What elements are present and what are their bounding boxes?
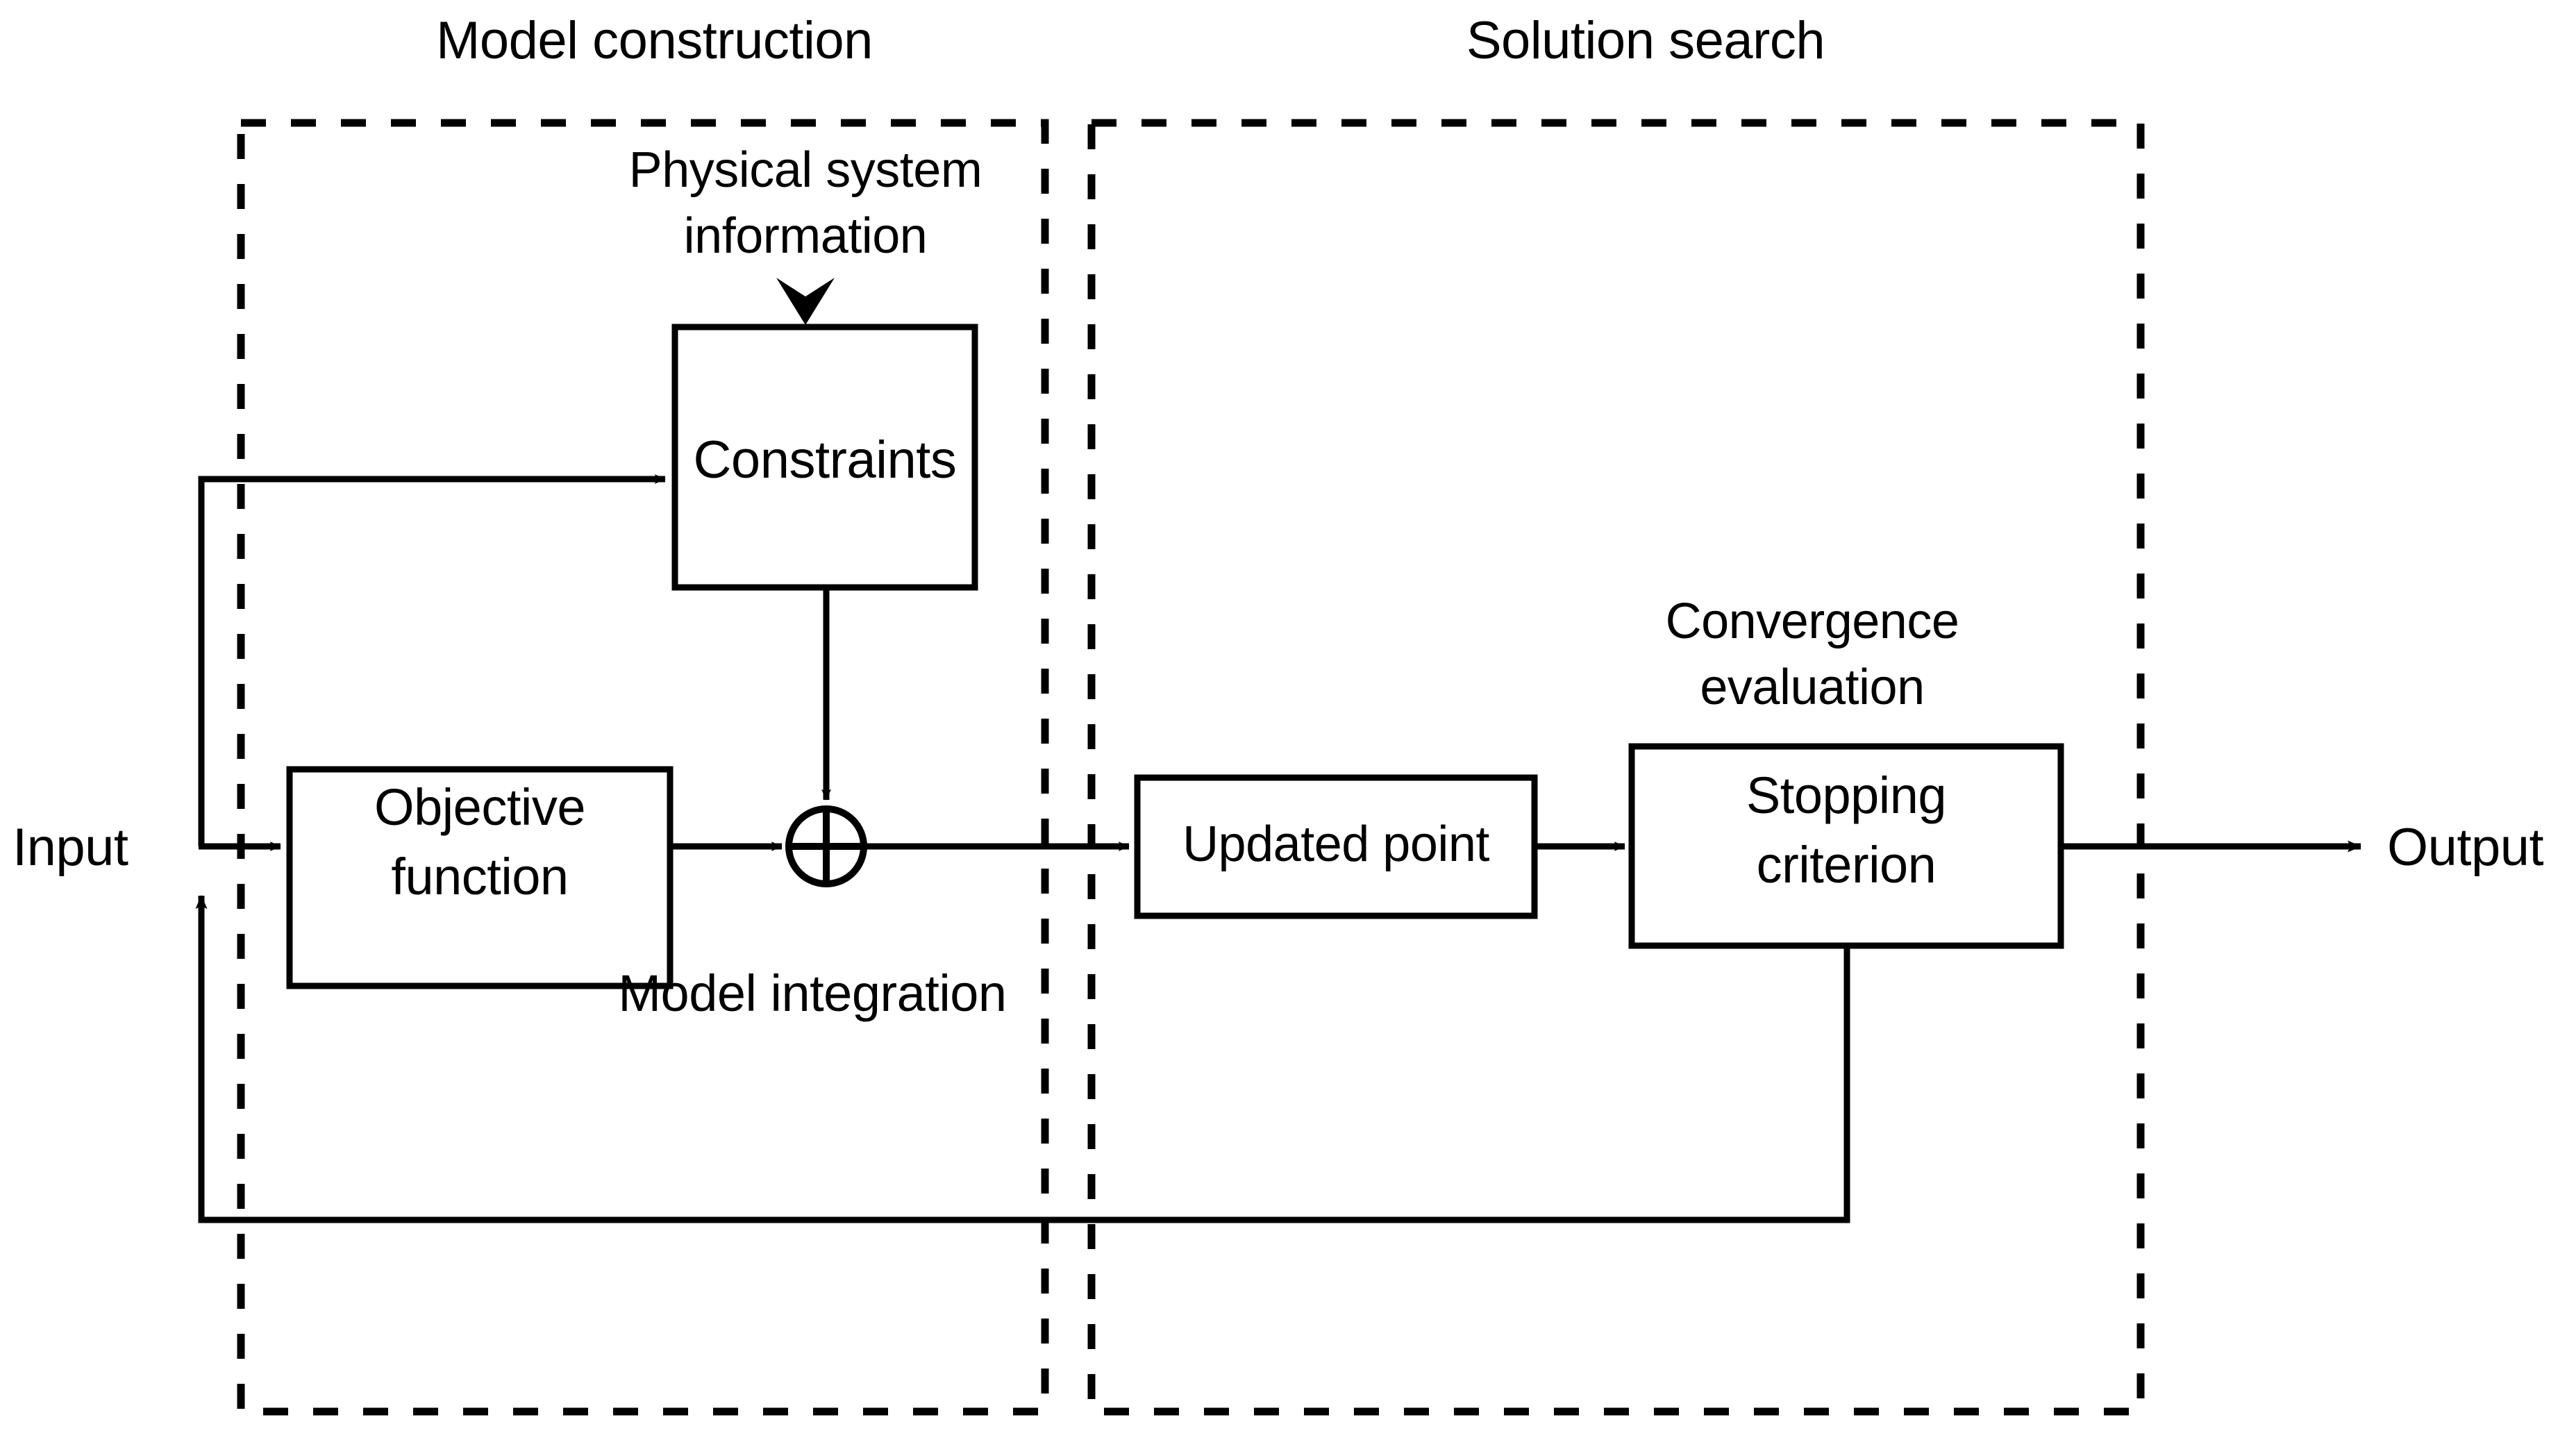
node-label-stopping-criterion-line2: criterion (1756, 836, 1937, 894)
node-box-updated-point (1134, 774, 1538, 919)
node-label-objective-function-line1: Objective (374, 778, 585, 836)
terminal-label-input: Input (12, 818, 128, 877)
node-label-stopping-criterion-line1: Stopping (1746, 767, 1947, 824)
annotation-physical-system-information-line2: information (683, 208, 928, 264)
edge-stopping-feedback-to-input (195, 895, 1850, 1223)
group-box-solution-search (1087, 119, 2145, 1416)
group-box-model-construction (237, 119, 1049, 1416)
annotation-convergence-evaluation-line2: evaluation (1700, 660, 1925, 715)
edge-physical-info-to-constraints (776, 278, 835, 325)
annotation-physical-system-information-line1: Physical system (628, 142, 982, 198)
group-title-solution-search: Solution search (1466, 11, 1825, 70)
terminal-label-output: Output (2387, 818, 2544, 877)
group-title-model-construction: Model construction (436, 11, 873, 70)
node-label-constraints: Constraints (693, 430, 957, 489)
annotation-model-integration: Model integration (618, 964, 1007, 1022)
node-label-objective-function-line2: function (391, 848, 569, 905)
node-label-updated-point: Updated point (1182, 817, 1489, 872)
node-box-objective-function (286, 766, 674, 989)
summing-junction-icon (785, 805, 867, 887)
edge-input-branch-to-constraints (198, 474, 666, 846)
annotation-convergence-evaluation-line1: Convergence (1665, 594, 1959, 649)
